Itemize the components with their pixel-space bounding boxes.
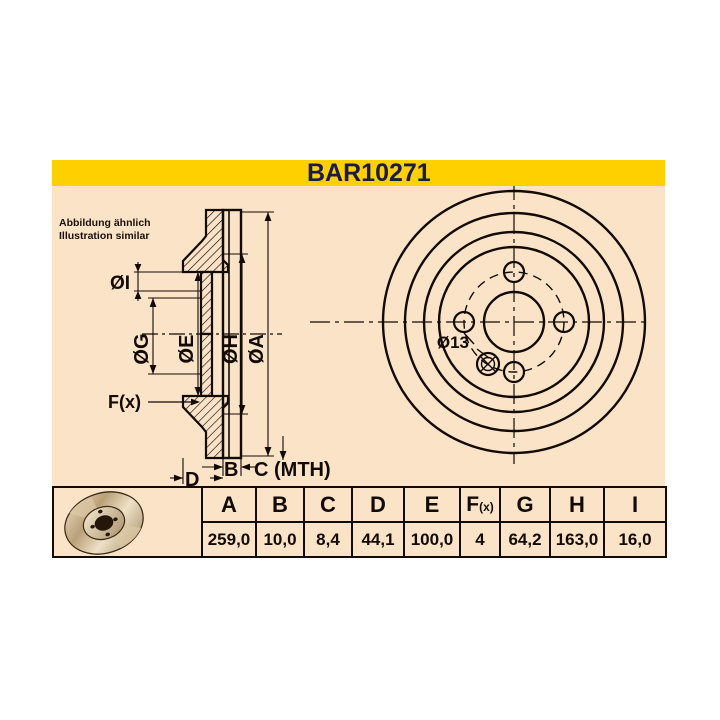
front-circle-G [437, 245, 591, 399]
front-bolt-circle [463, 271, 565, 373]
dimension-label-B: B [224, 459, 238, 481]
table-header-D: D [351, 486, 405, 523]
table-header-Fx-sub: (x) [479, 499, 494, 514]
drawing-canvas: ØI ØG ØE [108, 186, 648, 486]
table-header-I: I [603, 486, 667, 523]
front-bolt-leader [463, 332, 475, 345]
front-circle-bore [482, 290, 546, 354]
front-circle-A [381, 189, 647, 455]
table-value-I: 16,0 [603, 521, 667, 558]
table-header-E: E [403, 486, 461, 523]
dimension-E: ØE [176, 271, 204, 397]
table-value-D: 44,1 [351, 521, 405, 558]
note-line-german: Abbildung ähnlich [59, 217, 151, 229]
table-value-row: 259,0 10,0 8,4 44,1 100,0 4 64,2 163,0 1… [53, 521, 667, 558]
table-value-G: 64,2 [499, 521, 551, 558]
note-line-english: Illustration similar [59, 229, 150, 242]
table-header-Fx: F(x) [459, 486, 501, 523]
dimension-A: ØA [240, 211, 274, 457]
dimension-G: ØG [131, 297, 202, 375]
section-flange-lower [199, 332, 214, 398]
dimension-label-G: ØG [131, 333, 153, 364]
product-drawing-sheet: BAR10271 Abbildung ähnlich Illustration … [52, 160, 667, 562]
specifications-table-wrapper: A B C D E F(x) G H I 259,0 10,0 8,4 44,1… [52, 486, 667, 558]
table-header-C: C [303, 486, 353, 523]
dimension-label-C: C (MTH) [254, 459, 331, 481]
specifications-table: A B C D E F(x) G H I 259,0 10,0 8,4 44,1… [52, 486, 667, 558]
dimension-label-I: ØI [110, 273, 130, 294]
table-value-H: 163,0 [549, 521, 605, 558]
section-hub-lower [181, 394, 230, 460]
dimension-label-D: D [185, 469, 199, 486]
section-hub-upper [181, 208, 230, 274]
dimension-C: C (MTH) [241, 436, 331, 481]
table-value-C: 8,4 [303, 521, 353, 558]
dimension-label-A: ØA [246, 334, 268, 364]
table-value-E: 100,0 [403, 521, 461, 558]
table-value-B: 10,0 [255, 521, 305, 558]
dimension-I: ØI [110, 262, 202, 301]
front-view: Ø13 [310, 186, 648, 464]
dimension-Fx: F(x) [108, 392, 200, 412]
brake-disc-isometric-icon [52, 486, 203, 558]
front-bolt-hole [552, 310, 576, 334]
table-value-A: 259,0 [201, 521, 257, 558]
title-banner: BAR10271 [52, 160, 665, 186]
technical-drawing-area: Abbildung ähnlich Illustration similar [52, 186, 665, 486]
front-bolt-hole [502, 260, 526, 284]
section-disc-body [221, 208, 243, 460]
table-header-Fx-main: F [466, 492, 480, 516]
dimension-label-H: ØH [220, 334, 242, 364]
front-bolt-hole [502, 360, 526, 384]
front-threaded-hole [475, 351, 501, 377]
dimension-D: D [170, 458, 223, 486]
section-flange-upper [199, 270, 214, 336]
dimension-H: ØH [220, 253, 248, 415]
front-hole-leader [476, 348, 490, 359]
illustration-similar-note: Abbildung ähnlich Illustration similar [59, 217, 151, 242]
front-hole-diameter-label: Ø13 [437, 333, 469, 352]
table-value-Fx: 4 [459, 521, 501, 558]
brake-disc-icon-svg [64, 491, 144, 555]
dimension-label-E: ØE [176, 335, 198, 364]
cross-section-view: ØI ØG ØE [108, 208, 331, 486]
table-header-A: A [201, 486, 257, 523]
table-header-G: G [499, 486, 551, 523]
dimension-label-Fx: F(x) [108, 392, 141, 412]
table-header-B: B [255, 486, 305, 523]
table-header-H: H [549, 486, 605, 523]
table-header-row: A B C D E F(x) G H I [52, 486, 667, 558]
part-number-title: BAR10271 [307, 159, 431, 187]
front-circle-E [422, 230, 606, 414]
front-circle-H [403, 211, 625, 433]
front-bolt-hole [452, 310, 476, 334]
